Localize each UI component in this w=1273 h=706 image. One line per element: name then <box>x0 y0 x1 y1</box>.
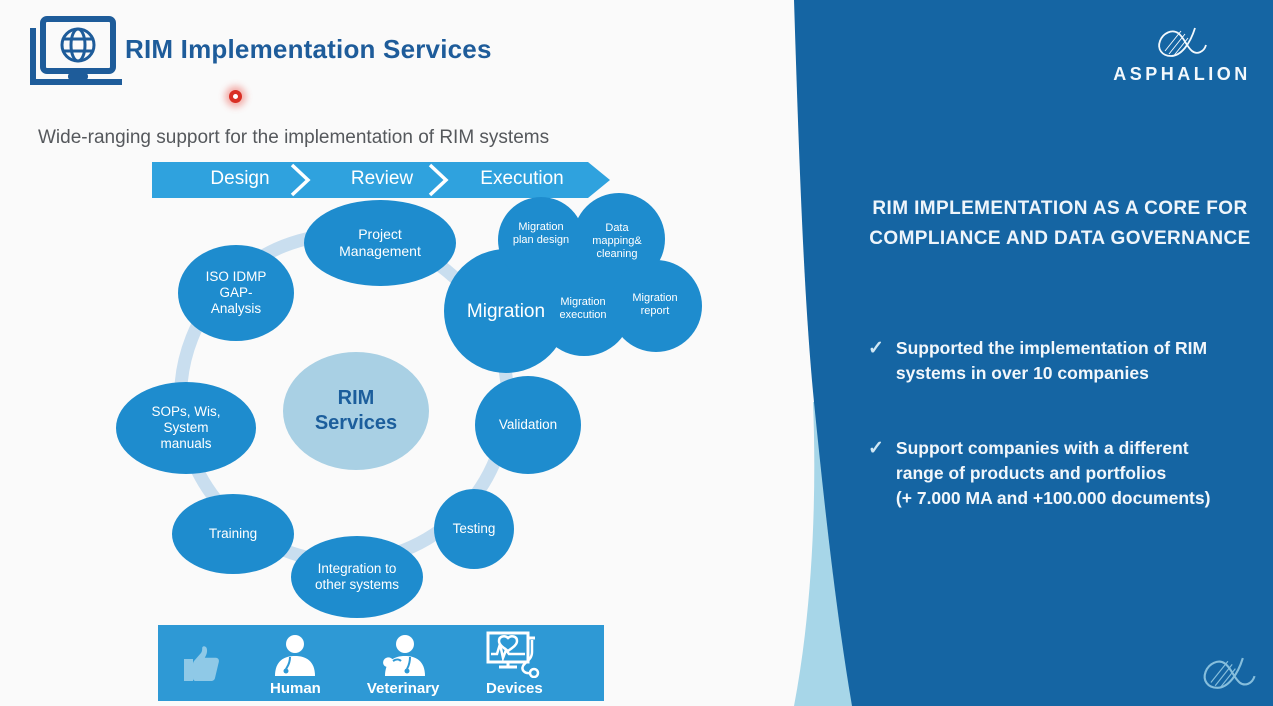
node-training: Training <box>172 494 294 574</box>
process-arrow: Design Review Execution <box>152 162 612 198</box>
human-icon <box>275 635 316 676</box>
process-step-review: Review <box>350 168 414 189</box>
node-integration-other-systems: Integration to other systems <box>291 536 423 618</box>
cloud-item-data-mapping-cleaning: Data mapping& cleaning <box>592 222 642 261</box>
brand-block: ASPHALION <box>1104 24 1260 85</box>
bar-label-human: Human <box>270 680 321 697</box>
sidebar-headline-line: COMPLIANCE AND DATA GOVERNANCE <box>869 228 1251 249</box>
migration-cloud <box>610 260 702 352</box>
node-rim-services: RIM Services <box>283 352 429 470</box>
cloud-item-migration-plan-design: Migration plan design <box>512 221 570 247</box>
sidebar-headline-line: RIM IMPLEMENTATION AS A CORE FOR <box>872 198 1248 219</box>
node-project-management: Project Management <box>304 200 456 286</box>
bullet-item: ✓ Support companies with a different ran… <box>868 436 1210 511</box>
cloud-item-migration-execution: Migration execution <box>559 296 607 322</box>
laptop-globe-icon <box>30 16 122 85</box>
bullet-item: ✓ Supported the implementation of RIM sy… <box>868 336 1207 386</box>
process-step-execution: Execution <box>480 168 564 189</box>
bar-item-veterinary: Veterinary <box>366 634 440 697</box>
node-iso-idmp-gap-analysis: ISO IDMP GAP-Analysis <box>178 245 294 341</box>
page-title: RIM Implementation Services <box>125 34 492 64</box>
laser-pointer-dot <box>229 90 242 103</box>
process-step-design: Design <box>210 168 270 189</box>
veterinary-icon <box>383 635 426 676</box>
checkmark-icon: ✓ <box>868 338 884 359</box>
sidebar-headline: RIM IMPLEMENTATION AS A CORE FOR COMPLIA… <box>840 194 1273 254</box>
node-testing: Testing <box>434 489 514 569</box>
bullet-line: range of products and portfolios <box>895 463 1167 483</box>
node-validation: Validation <box>475 376 581 474</box>
bullet-line: Supported the implementation of RIM <box>895 338 1208 358</box>
bar-label-devices: Devices <box>486 680 543 697</box>
asphalion-logo-icon <box>1158 27 1207 57</box>
bar-item-devices: Devices <box>485 630 543 697</box>
cloud-item-migration-report: Migration report <box>632 292 678 318</box>
bullet-line: systems in over 10 companies <box>895 363 1149 383</box>
bullet-line: Support companies with a different <box>895 438 1189 458</box>
checkmark-icon: ✓ <box>868 438 884 459</box>
brand-name: ASPHALION <box>1113 64 1251 84</box>
thumbs-up-icon <box>180 641 224 697</box>
devices-icon <box>486 631 540 678</box>
alpha-watermark-icon <box>1203 657 1256 689</box>
process-arrow-shape <box>152 162 610 198</box>
node-sops-wis-system-manuals: SOPs, Wis, System manuals <box>116 382 256 474</box>
bar-item-human: Human <box>270 634 321 697</box>
bullet-line: (+ 7.000 MA and +100.000 documents) <box>895 488 1211 508</box>
slide-subtitle: Wide-ranging support for the implementat… <box>38 127 550 148</box>
product-types-bar: Human Veterinary Device <box>158 625 604 701</box>
cloud-title-migration: Migration <box>466 301 546 322</box>
bar-label-veterinary: Veterinary <box>366 680 440 697</box>
